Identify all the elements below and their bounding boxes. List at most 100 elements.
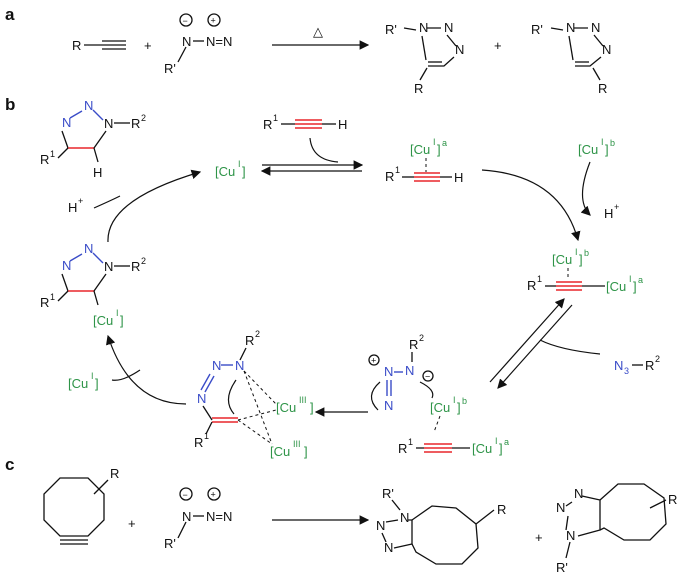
cu-b-entry-arrow <box>580 161 591 216</box>
svg-text:N: N <box>62 258 71 273</box>
svg-text:−: − <box>425 372 430 382</box>
svg-text:2: 2 <box>141 113 146 123</box>
cu-release-arrow <box>111 369 141 381</box>
svg-text:R: R <box>598 81 607 96</box>
proton-uptake: H + <box>68 196 83 215</box>
svg-text:R: R <box>263 117 272 132</box>
svg-text:]: ] <box>605 142 609 157</box>
panel-c: c R + − + N N=N R' R' N N <box>5 455 677 575</box>
cu-i-catalyst: [Cu I ] <box>215 159 246 179</box>
curly-arrow-3 <box>227 379 237 415</box>
svg-text:N: N <box>384 540 393 555</box>
svg-text:b: b <box>610 138 615 148</box>
svg-text:]: ] <box>457 400 461 415</box>
svg-text:[Cu: [Cu <box>270 444 290 459</box>
svg-text:N: N <box>84 98 93 113</box>
plus-sign-c2: + <box>535 530 543 545</box>
svg-text:]: ] <box>633 279 637 294</box>
svg-text:N: N <box>602 42 611 57</box>
svg-text:N: N <box>556 500 565 515</box>
alkyne-r-label: R <box>72 38 81 53</box>
svg-text:R: R <box>409 337 418 352</box>
svg-text:III: III <box>299 395 307 405</box>
azide-reagent-b: N 3 R 2 <box>614 354 660 376</box>
svg-text:N: N <box>235 358 244 373</box>
svg-text:N: N <box>104 259 113 274</box>
minus-charge-icon <box>179 13 193 27</box>
svg-text:2: 2 <box>141 256 146 266</box>
curly-arrow-2 <box>419 381 434 399</box>
fused-triazole-product-1: R' N N N R <box>376 486 506 565</box>
svg-text:R: R <box>194 435 203 450</box>
svg-text:2: 2 <box>255 329 260 339</box>
svg-text:R': R' <box>382 486 394 501</box>
svg-text:R: R <box>385 169 394 184</box>
dicopper-acetylide: [Cu I ] b R 1 [Cu I ] a <box>527 247 643 294</box>
azide-reagent-c: − + N N=N R' <box>164 487 232 551</box>
azide-entry-arrow <box>539 339 601 355</box>
svg-text:b: b <box>584 248 589 258</box>
azide-acetylide-complex: R 2 N + N − N [Cu I ] b R 1 <box>368 333 509 456</box>
svg-text:H: H <box>68 200 77 215</box>
svg-text:N: N <box>376 518 385 533</box>
panel-a: a R + − + N N=N R' △ N N N R' <box>5 5 611 96</box>
azide-coordination-forward-arrow <box>497 304 573 389</box>
svg-text:a: a <box>638 275 643 285</box>
svg-text:N: N <box>384 364 393 379</box>
svg-text:]: ] <box>120 313 124 328</box>
svg-text:I: I <box>91 371 94 381</box>
svg-text:N: N <box>384 398 393 413</box>
plus-charge: + <box>211 16 216 26</box>
svg-text:N: N <box>444 20 453 35</box>
released-cu-i: [Cu I ] <box>68 371 99 391</box>
svg-text:[Cu: [Cu <box>410 142 430 157</box>
svg-text:N: N <box>405 363 414 378</box>
plus-charge-icon <box>207 13 221 27</box>
svg-text:[Cu: [Cu <box>68 376 88 391</box>
svg-text:1: 1 <box>537 274 542 284</box>
svg-text:]: ] <box>579 252 583 267</box>
svg-text:I: I <box>575 247 578 257</box>
triazole-product-b: N N N R 2 R 1 H <box>40 98 146 180</box>
svg-text:1: 1 <box>204 431 209 441</box>
panel-a-label: a <box>5 5 15 24</box>
svg-text:N: N <box>574 486 583 501</box>
svg-text:I: I <box>495 436 498 446</box>
svg-text:[Cu: [Cu <box>552 252 572 267</box>
svg-text:[Cu: [Cu <box>276 400 296 415</box>
svg-text:R: R <box>110 466 119 481</box>
svg-text:[Cu: [Cu <box>215 164 235 179</box>
svg-text:1: 1 <box>408 437 413 447</box>
svg-text:]: ] <box>499 441 503 456</box>
svg-text:2: 2 <box>655 354 660 364</box>
svg-text:N: N <box>400 510 409 525</box>
proton-release: H + <box>604 202 619 221</box>
svg-text:R: R <box>40 152 49 167</box>
svg-text:H: H <box>338 117 347 132</box>
svg-text:[Cu: [Cu <box>472 441 492 456</box>
azide-r-bond <box>177 46 187 63</box>
alkyne-entry-arrow <box>309 137 339 163</box>
svg-text:a: a <box>504 437 509 447</box>
svg-text:[Cu: [Cu <box>606 279 626 294</box>
fused-triazole-product-2: N N N R R' <box>556 483 677 575</box>
svg-text:III: III <box>293 439 301 449</box>
plus-sign-a2: + <box>494 38 502 53</box>
azide-n1: N <box>182 34 191 49</box>
svg-text:N: N <box>566 20 575 35</box>
svg-text:+: + <box>614 202 619 212</box>
svg-text:I: I <box>116 308 119 318</box>
h-plus-entry-arrow <box>93 195 121 209</box>
svg-text:[Cu: [Cu <box>93 313 113 328</box>
svg-text:]: ] <box>242 164 246 179</box>
svg-text:N: N <box>197 391 206 406</box>
svg-text:H: H <box>93 165 102 180</box>
svg-text:R: R <box>527 278 536 293</box>
svg-text:R': R' <box>164 536 176 551</box>
svg-text:R': R' <box>385 22 397 37</box>
svg-text:N: N <box>84 241 93 256</box>
svg-text:I: I <box>433 137 436 147</box>
svg-text:R: R <box>131 116 140 131</box>
svg-text:+: + <box>371 356 376 366</box>
